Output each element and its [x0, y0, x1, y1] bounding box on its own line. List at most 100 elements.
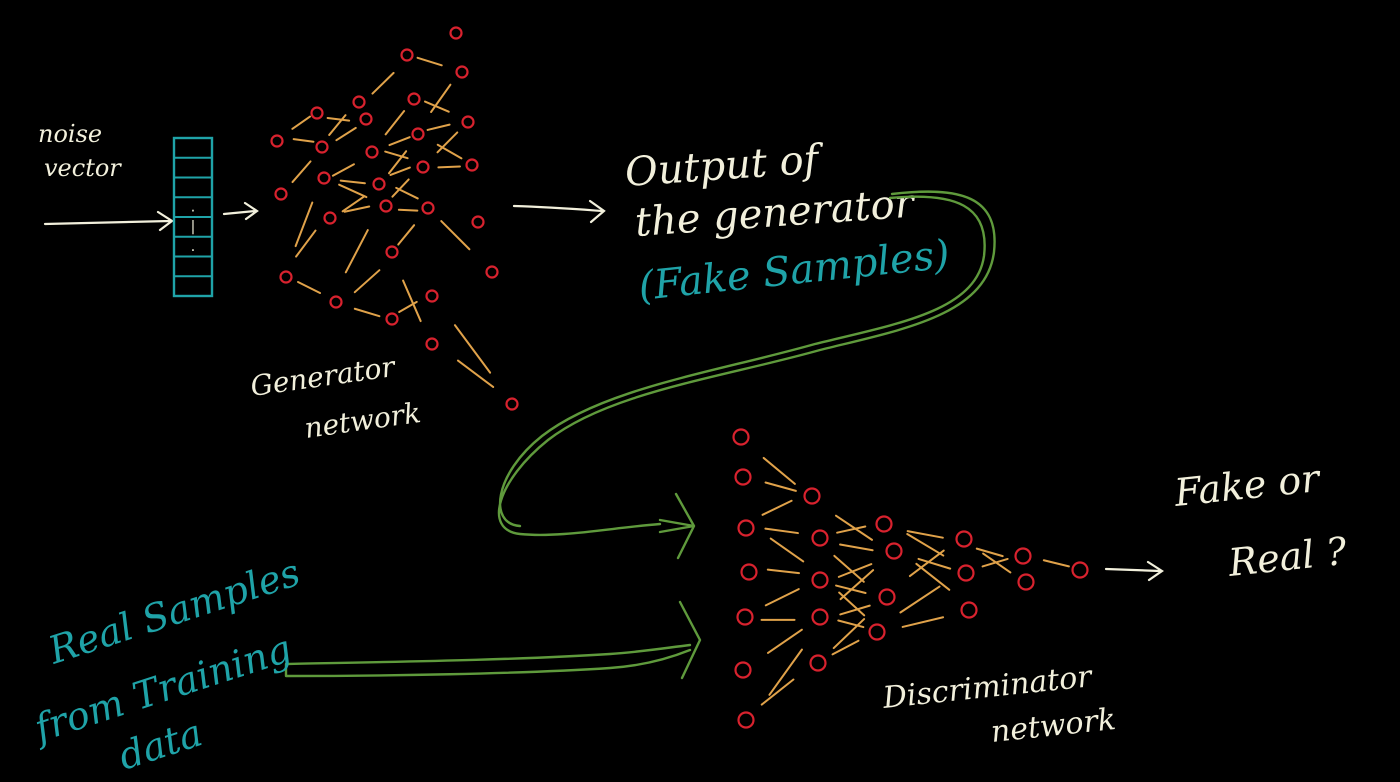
network-edge	[906, 533, 945, 557]
discriminator-label: Discriminator network	[880, 659, 1117, 750]
network-node	[365, 145, 379, 159]
network-node	[811, 608, 829, 626]
network-node	[274, 187, 288, 201]
network-edge	[291, 115, 311, 130]
generator-label: Generator network	[248, 350, 422, 445]
network-node	[809, 654, 827, 672]
network-edge	[766, 568, 801, 575]
real-samples-label: Real Samples from Training data	[26, 550, 305, 779]
network-node	[317, 171, 331, 185]
network-edge	[384, 110, 406, 136]
network-edge	[423, 100, 450, 113]
network-edge	[436, 143, 463, 160]
network-node	[957, 564, 975, 582]
network-edge	[353, 307, 381, 318]
generator-label-line2: network	[302, 396, 422, 445]
network-edge	[387, 150, 408, 175]
fake-samples-flow	[497, 190, 996, 537]
network-edge	[761, 499, 793, 516]
network-node	[1017, 573, 1035, 591]
output-label: Output of the generator	[623, 136, 918, 246]
network-edge	[402, 279, 422, 323]
noise-label-line2: vector	[44, 154, 122, 182]
network-edge	[1042, 559, 1070, 568]
real-samples-flow	[284, 643, 692, 678]
network-edge	[297, 281, 322, 295]
network-edge	[389, 166, 411, 176]
generator-edges	[291, 56, 495, 388]
network-edge	[981, 557, 1009, 568]
network-edge	[837, 619, 865, 629]
network-node	[737, 711, 755, 729]
network-edge	[388, 136, 411, 147]
network-edge	[764, 588, 800, 607]
generator-label-line1: Generator	[248, 350, 398, 403]
network-edge	[901, 616, 945, 628]
network-node	[425, 289, 439, 303]
network-edge	[292, 138, 315, 143]
network-edge	[760, 678, 795, 706]
network-node	[315, 140, 329, 154]
network-node	[400, 48, 414, 62]
network-node	[740, 563, 758, 581]
network-edge	[426, 123, 451, 131]
network-edge	[430, 83, 452, 114]
network-node	[411, 127, 425, 141]
network-edge	[839, 604, 871, 616]
network-node	[505, 397, 519, 411]
noise-vector-label: noise vector	[38, 120, 122, 182]
network-edge	[335, 126, 357, 142]
network-node	[734, 468, 752, 486]
network-node	[811, 529, 829, 547]
network-edge	[768, 648, 803, 696]
network-edge	[391, 178, 410, 198]
network-node	[310, 106, 324, 120]
network-edge	[436, 131, 459, 154]
network-node	[737, 519, 755, 537]
network-edge	[764, 527, 799, 535]
network-edge	[326, 117, 351, 122]
network-edge	[899, 585, 941, 614]
network-edge	[834, 514, 874, 541]
network-edge	[831, 639, 860, 656]
network-node	[323, 211, 337, 225]
network-edge	[331, 163, 355, 177]
network-node	[878, 588, 896, 606]
network-edge	[398, 300, 418, 314]
noise-label-line1: noise	[38, 120, 102, 148]
network-node	[868, 623, 886, 641]
result-label-line1: Fake or	[1171, 456, 1324, 515]
network-edge	[764, 481, 797, 492]
network-edge	[975, 547, 1004, 558]
discriminator-nodes	[732, 428, 1089, 729]
network-node	[803, 487, 821, 505]
network-edge	[338, 183, 368, 199]
network-edge	[384, 150, 409, 160]
network-node	[279, 270, 293, 284]
result-label-line2: Real ?	[1225, 529, 1349, 585]
network-node	[372, 177, 386, 191]
vector-cell-mark: .	[191, 239, 195, 255]
network-node	[270, 134, 284, 148]
network-node	[425, 337, 439, 351]
network-edge	[833, 554, 865, 583]
network-edge	[906, 530, 944, 539]
generator-nodes	[270, 26, 519, 411]
network-edge	[353, 269, 381, 294]
network-node	[359, 112, 373, 126]
network-edge	[762, 456, 796, 485]
network-edge	[339, 179, 366, 185]
real-flow-arrowhead	[678, 600, 702, 680]
vector-to-generator-arrow	[222, 201, 259, 221]
network-node	[455, 65, 469, 79]
noise-vector-icon: .|.	[172, 136, 214, 298]
network-edge	[295, 229, 317, 258]
noise-vector-cells: .|.	[174, 156, 212, 278]
network-edge	[328, 114, 347, 136]
network-edge	[767, 628, 803, 654]
network-node	[811, 571, 829, 589]
network-edge	[397, 224, 416, 246]
network-edge	[453, 324, 492, 374]
network-node	[385, 312, 399, 326]
generator-to-output-arrow	[512, 199, 606, 224]
